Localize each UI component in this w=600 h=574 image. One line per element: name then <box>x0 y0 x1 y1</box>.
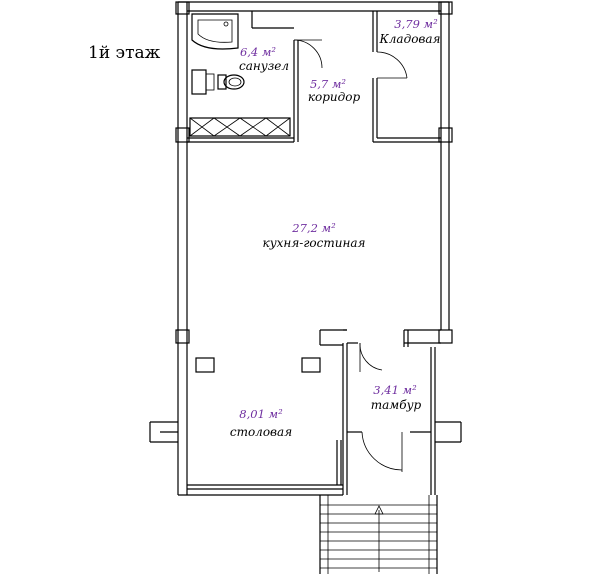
entrance-stairs <box>319 495 438 574</box>
bathroom-area: 6,4 м² <box>240 45 276 59</box>
kitchen-living-area: 27,2 м² <box>291 221 336 235</box>
dining-area: 8,01 м² <box>239 407 283 421</box>
bathroom-walls <box>187 11 323 143</box>
vestibule-walls <box>319 329 441 495</box>
floor-label: 1й этаж <box>88 43 161 63</box>
dining-name: столовая <box>230 425 292 439</box>
storage-walls <box>372 11 441 143</box>
outer-walls <box>175 1 453 495</box>
corridor-area: 5,7 м² <box>310 77 346 91</box>
storage-name: Кладовая <box>379 32 441 46</box>
vestibule-name: тамбур <box>371 398 422 412</box>
corridor-name: коридор <box>308 90 361 104</box>
vestibule-area: 3,41 м² <box>373 383 417 397</box>
dining-walls <box>149 357 462 496</box>
bathroom-name: санузел <box>239 59 289 73</box>
toilet-icon <box>217 74 245 90</box>
storage-area: 3,79 м² <box>394 17 438 31</box>
corner-bathtub-icon <box>191 13 239 50</box>
shower-tray-icon <box>189 117 291 137</box>
sink-icon <box>191 69 215 95</box>
kitchen-living-name: кухня-гостиная <box>263 236 366 250</box>
